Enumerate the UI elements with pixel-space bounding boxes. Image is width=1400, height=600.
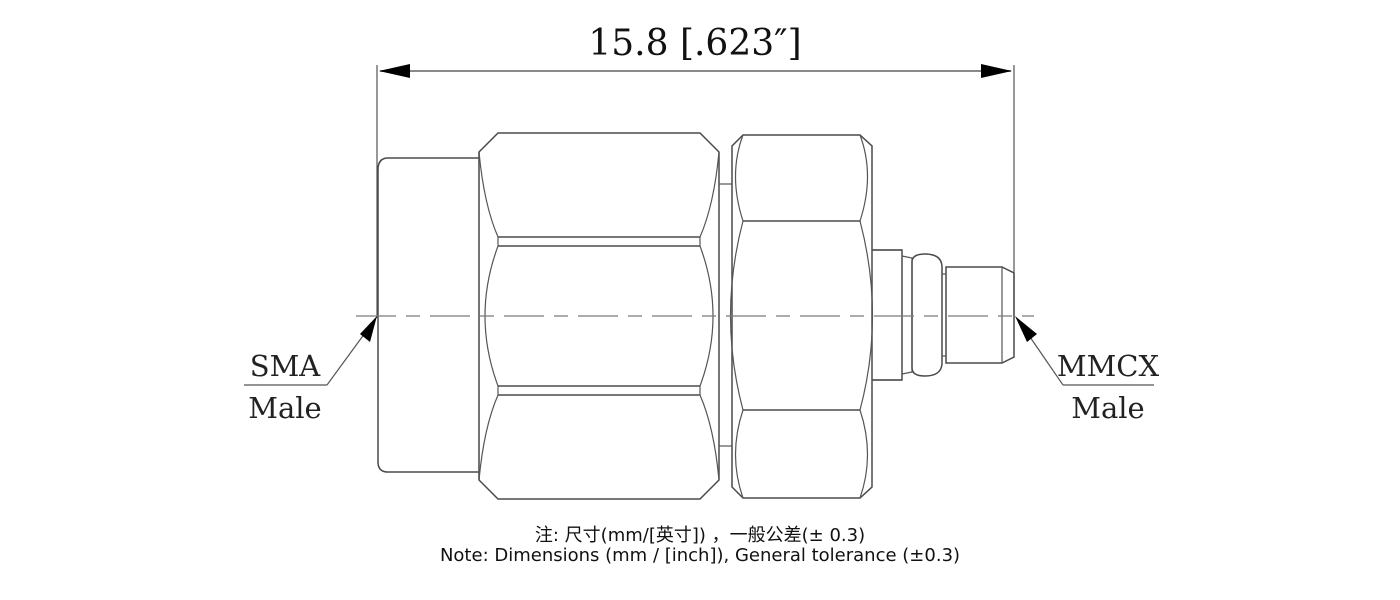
left-leader-arrow-icon (360, 316, 377, 342)
dimension-arrow-right-icon (981, 64, 1012, 78)
left-gender-label: Male (248, 391, 321, 425)
left-connector-label: SMA (250, 349, 322, 383)
left-callout: SMA Male (244, 316, 377, 425)
dimension-arrow-left-icon (379, 64, 410, 78)
mmcx-interface (872, 249, 1015, 381)
note-english: Note: Dimensions (mm / [inch]), General … (439, 545, 961, 566)
right-connector-label: MMCX (1057, 349, 1160, 383)
sma-coupling-body (377, 157, 479, 473)
overall-dimension: 15.8 [.623″] (376, 23, 1015, 318)
right-leader-arrow-icon (1015, 316, 1037, 342)
right-callout: MMCX Male (1015, 316, 1159, 425)
right-leader-line (1029, 336, 1064, 386)
right-gender-label: Male (1071, 391, 1144, 425)
note-chinese: 注: 尺寸(mm/[英寸]) ，一般公差(± 0.3) (534, 525, 866, 546)
left-leader-line (326, 332, 366, 386)
collar (719, 183, 732, 447)
dimension-label: 15.8 [.623″] (588, 23, 801, 64)
